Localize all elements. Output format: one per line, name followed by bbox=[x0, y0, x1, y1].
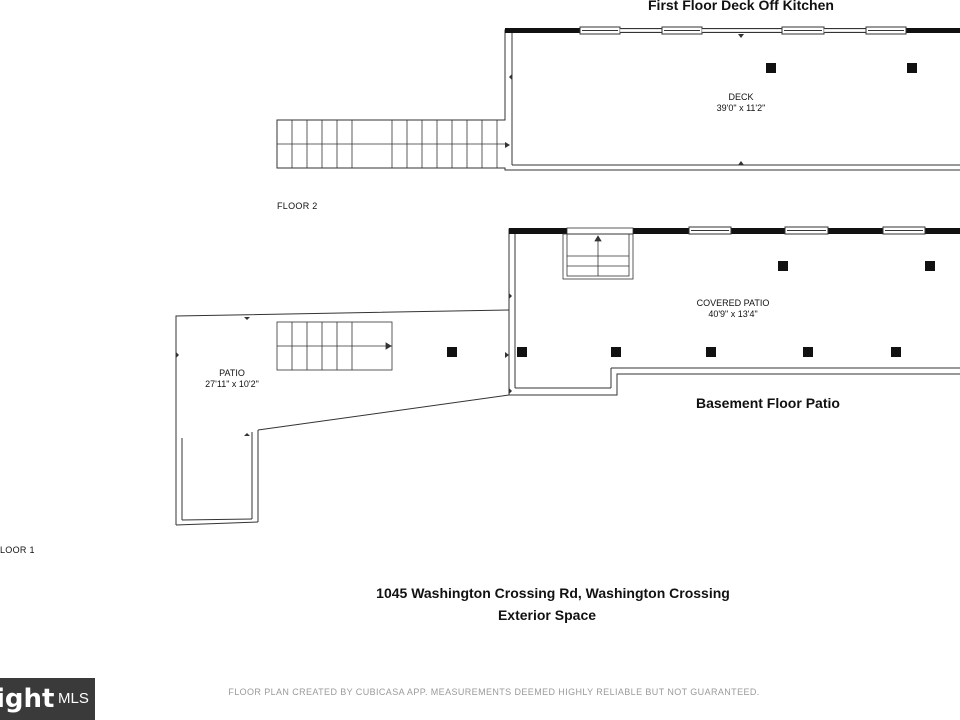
deck-room-size: 39'0" x 11'2" bbox=[716, 103, 766, 113]
patio-outline bbox=[175, 228, 960, 526]
watermark-logo-text: ight bbox=[0, 684, 55, 714]
floor-2-label: FLOOR 2 bbox=[277, 201, 318, 211]
brightmls-watermark: ight MLS bbox=[0, 678, 95, 720]
deck-room-label: DECK 39'0" x 11'2" bbox=[717, 92, 766, 114]
address-line-2: Exterior Space bbox=[497, 607, 597, 623]
deck-top-wall bbox=[505, 26, 960, 35]
patio-top-wall bbox=[509, 226, 960, 235]
covered-patio-stairs bbox=[562, 233, 634, 280]
patio-dimension-marks bbox=[176, 260, 512, 436]
watermark-mls-text: MLS bbox=[58, 690, 89, 707]
floor-1-label: LOOR 1 bbox=[0, 545, 35, 555]
deck-room-name: DECK bbox=[728, 92, 754, 102]
covered-patio-room-name: COVERED PATIO bbox=[696, 298, 770, 308]
deck-stairs bbox=[277, 120, 505, 168]
deck-plan-title: First Floor Deck Off Kitchen bbox=[648, 0, 834, 13]
deck-posts bbox=[766, 63, 917, 73]
patio-plan-title: Basement Floor Patio bbox=[696, 395, 840, 411]
patio-room-label: PATIO 27'11" x 10'2" bbox=[205, 368, 259, 390]
patio-room-name: PATIO bbox=[219, 368, 245, 378]
covered-patio-room-label: COVERED PATIO 40'9" x 13'4" bbox=[697, 298, 770, 320]
patio-stairs bbox=[276, 321, 393, 371]
deck-dimension-marks bbox=[505, 34, 744, 165]
deck-outline bbox=[276, 29, 960, 171]
patio-posts bbox=[447, 261, 935, 357]
patio-room-size: 27'11" x 10'2" bbox=[205, 379, 259, 389]
disclaimer-text: FLOOR PLAN CREATED BY CUBICASA APP. MEAS… bbox=[228, 687, 760, 697]
address-line-1: 1045 Washington Crossing Rd, Washington … bbox=[376, 585, 730, 601]
covered-patio-room-size: 40'9" x 13'4" bbox=[708, 309, 758, 319]
